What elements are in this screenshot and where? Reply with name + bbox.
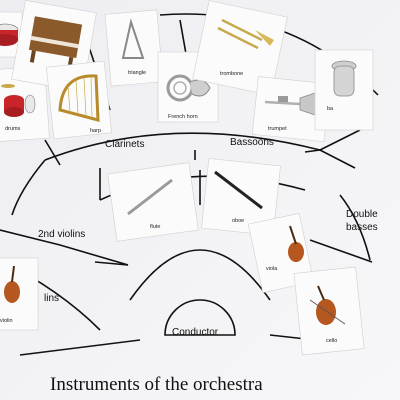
card-label-tuba: ba bbox=[327, 106, 334, 112]
card-label-harp: harp bbox=[90, 128, 101, 134]
string-inner-arc bbox=[129, 249, 271, 301]
conductor-podium bbox=[164, 299, 236, 336]
section-label-second-violins: 2nd violins bbox=[38, 229, 85, 240]
cello-icon bbox=[309, 285, 346, 325]
trombone-icon bbox=[217, 18, 274, 50]
drum-kit-icon bbox=[1, 84, 36, 117]
card-triangle[interactable]: triangle bbox=[104, 9, 164, 87]
section-label-double-basses-2: basses bbox=[346, 222, 378, 233]
section-label-double-basses-1: Double bbox=[346, 209, 378, 220]
trumpet-icon bbox=[264, 91, 319, 117]
card-drum-top[interactable] bbox=[0, 11, 23, 58]
card-label-trumpet: trumpet bbox=[268, 126, 287, 132]
card-harp[interactable]: harp bbox=[46, 60, 112, 140]
page-title: Instruments of the orchestra bbox=[50, 374, 263, 395]
double-bass-lower bbox=[309, 239, 373, 263]
card-flute[interactable]: flute bbox=[107, 162, 199, 242]
card-label-oboe: oboe bbox=[232, 218, 244, 224]
woodwind-outer-arc bbox=[44, 132, 356, 169]
card-label-drums: drums bbox=[5, 126, 21, 132]
card-tuba[interactable]: ba bbox=[314, 49, 374, 131]
oboe-icon bbox=[214, 170, 263, 210]
section-label-conductor: Conductor bbox=[172, 327, 219, 338]
right-strings-edge bbox=[339, 194, 371, 261]
card-oboe[interactable]: oboe bbox=[201, 158, 281, 236]
divider-strings-left bbox=[94, 261, 129, 266]
french-horn-icon bbox=[166, 74, 211, 102]
card-label-cello: cello bbox=[326, 338, 337, 344]
card-trumpet[interactable]: trumpet bbox=[251, 76, 331, 143]
section-label-first-violins: lins bbox=[44, 293, 59, 304]
card-label-violin: violin bbox=[0, 318, 13, 324]
snare-drum-icon bbox=[0, 23, 19, 46]
divider-right-edge bbox=[319, 129, 361, 151]
section-label-bassoons: Bassoons bbox=[230, 137, 274, 148]
divider-clarinet-left bbox=[44, 139, 61, 166]
card-label-triangle: triangle bbox=[128, 70, 146, 76]
violin-icon bbox=[4, 265, 20, 303]
section-label-clarinets: Clarinets bbox=[105, 139, 144, 150]
triangle-icon bbox=[121, 18, 145, 59]
violin2-outer-edge bbox=[11, 159, 46, 216]
card-label-trombone: trombone bbox=[220, 71, 243, 77]
flute-icon bbox=[127, 178, 173, 216]
stage-left bbox=[19, 339, 141, 356]
card-cello[interactable]: cello bbox=[293, 266, 365, 356]
card-trombone[interactable]: trombone bbox=[192, 0, 288, 96]
violin2-lower-edge bbox=[0, 229, 129, 266]
divider-bassoon-right bbox=[304, 149, 321, 153]
card-violin[interactable]: violin bbox=[0, 257, 39, 331]
harp-icon bbox=[58, 74, 100, 122]
card-label-viola: viola bbox=[266, 266, 278, 272]
card-label-flute: flute bbox=[150, 224, 160, 230]
piano-icon bbox=[28, 16, 83, 70]
card-label-french-horn: French horn bbox=[168, 114, 198, 120]
card-drums[interactable]: drums bbox=[0, 65, 50, 143]
viola-icon bbox=[288, 225, 304, 262]
tuba-icon bbox=[331, 60, 357, 97]
